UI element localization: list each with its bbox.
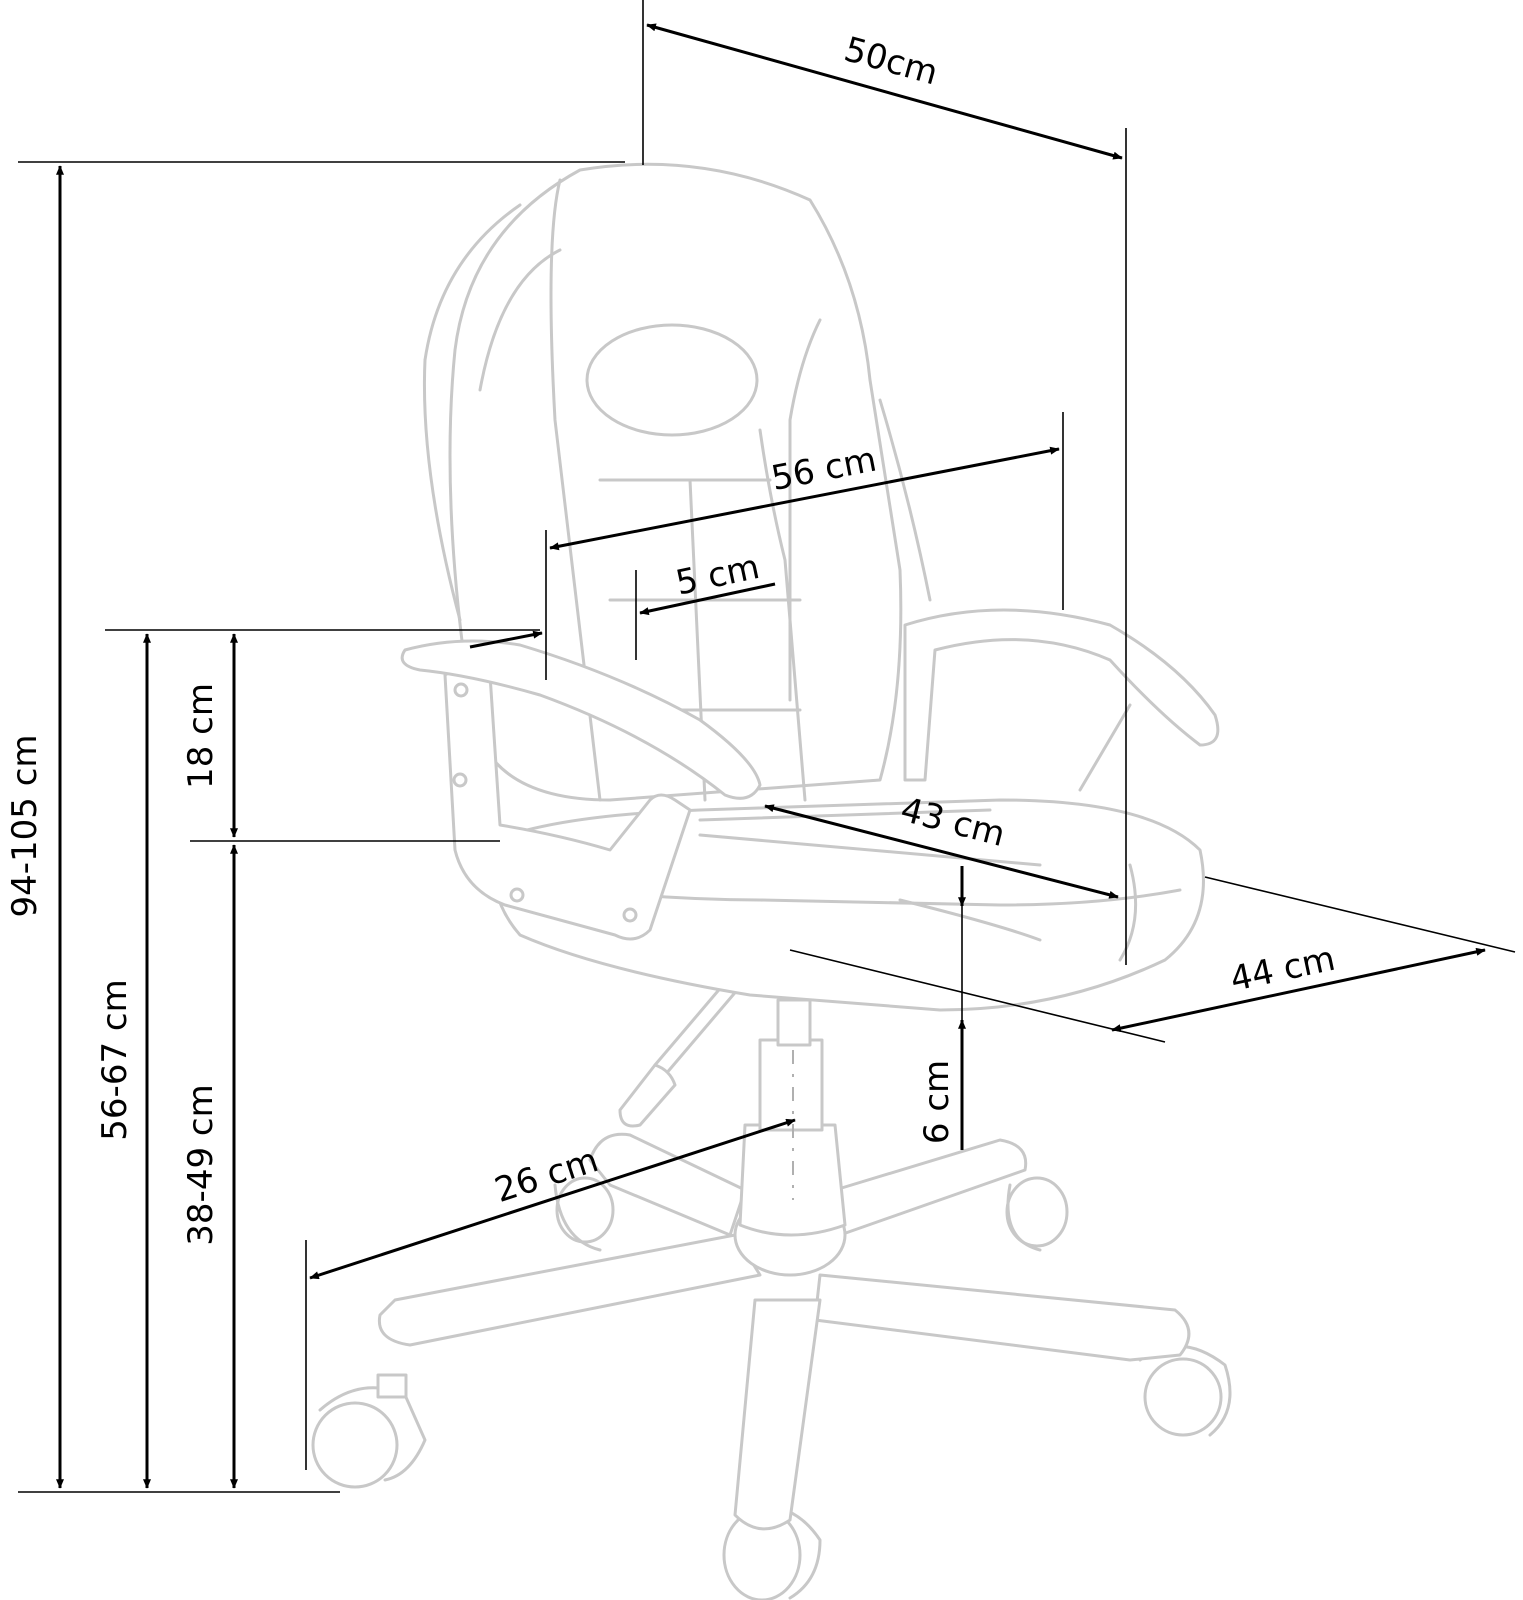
label-seat-height: 38-49 cm [181, 1084, 221, 1245]
dim-line-seat-depth-inner [764, 804, 1119, 899]
armrest-right [903, 608, 1220, 792]
dimension-lines [18, 0, 1516, 1493]
chair-illustration [311, 162, 1232, 1600]
dim-line-backrest-gap-right [639, 582, 776, 616]
label-cushion-thickness: 6 cm [917, 1060, 957, 1144]
gas-cylinder [738, 998, 847, 1237]
label-armrest-height: 56-67 cm [95, 979, 135, 1140]
label-total-height: 94-105 cm [5, 734, 45, 917]
label-armrest-above-seat: 18 cm [181, 683, 221, 789]
dim-line-seat-width [549, 446, 1060, 551]
dim-line-base-radius [309, 1118, 796, 1280]
armrest-left [400, 639, 762, 941]
label-seat-depth: 44 cm [1227, 939, 1339, 1000]
dim-line-width-top [646, 23, 1123, 160]
dim-line-seat-depth [1111, 947, 1486, 1033]
dim-line-backrest-gap-left [469, 630, 543, 649]
